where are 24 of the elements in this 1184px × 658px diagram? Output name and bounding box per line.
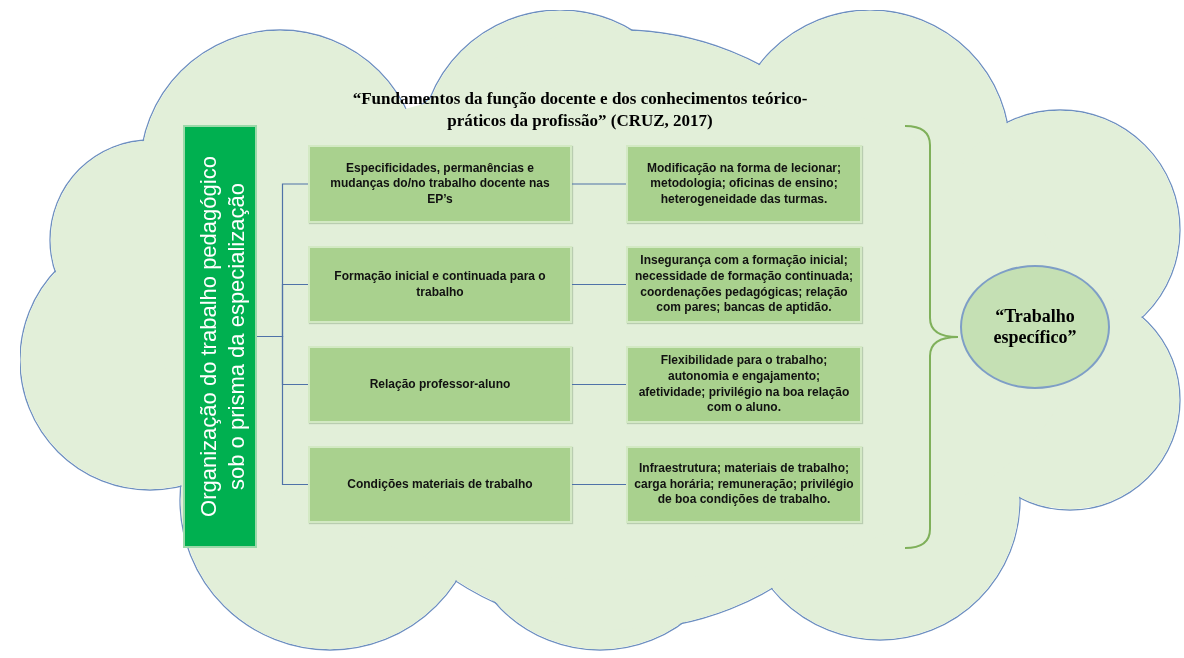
text-box	[626, 145, 862, 223]
box-text: Condições materiais de trabalho	[347, 476, 533, 493]
box-text: Flexibilidade para o trabalho; autonomia e engajamento; afetividade; privilégio na boa relação com o aluno.	[637, 353, 851, 416]
heading: “Fundamentos da função docente e dos conhecimentos teórico-práticos da profissão” (CRUZ, 2017)	[351, 88, 809, 133]
connector-line	[571, 283, 627, 286]
connector-line	[571, 383, 627, 386]
text-box	[308, 446, 572, 523]
vertical-banner	[183, 125, 257, 548]
text-box	[308, 246, 572, 323]
text-box	[308, 145, 572, 223]
text-box	[626, 346, 862, 423]
box-text: Especificidades, permanências e mudanças do/no trabalho docente nas EP’s	[329, 160, 551, 208]
text-box	[626, 446, 862, 523]
connector-line	[571, 183, 627, 185]
box-text: Insegurança com a formação inicial; necessidade de formação continuada; coordenações pedagógicas; relação com pares; bancas de aptidão.	[634, 253, 854, 316]
box-text: Infraestrutura; materiais de trabalho; carga horária; remuneração; privilégio de boa condições de trabalho.	[634, 461, 854, 508]
box-text: Formação inicial e continuada para o trabalho	[333, 268, 547, 301]
box-text: Modificação na forma de lecionar; metodologia; oficinas de ensino; heterogeneidade das turmas.	[645, 160, 842, 208]
banner-text: Organização do trabalho pedagógico sob o prisma da especialização	[194, 154, 250, 519]
text-box	[308, 346, 572, 423]
box-text: Relação professor-aluno	[369, 376, 511, 393]
text-box	[626, 246, 862, 323]
connector-line	[571, 483, 627, 486]
node-label: “Trabalho específico”	[992, 306, 1078, 348]
